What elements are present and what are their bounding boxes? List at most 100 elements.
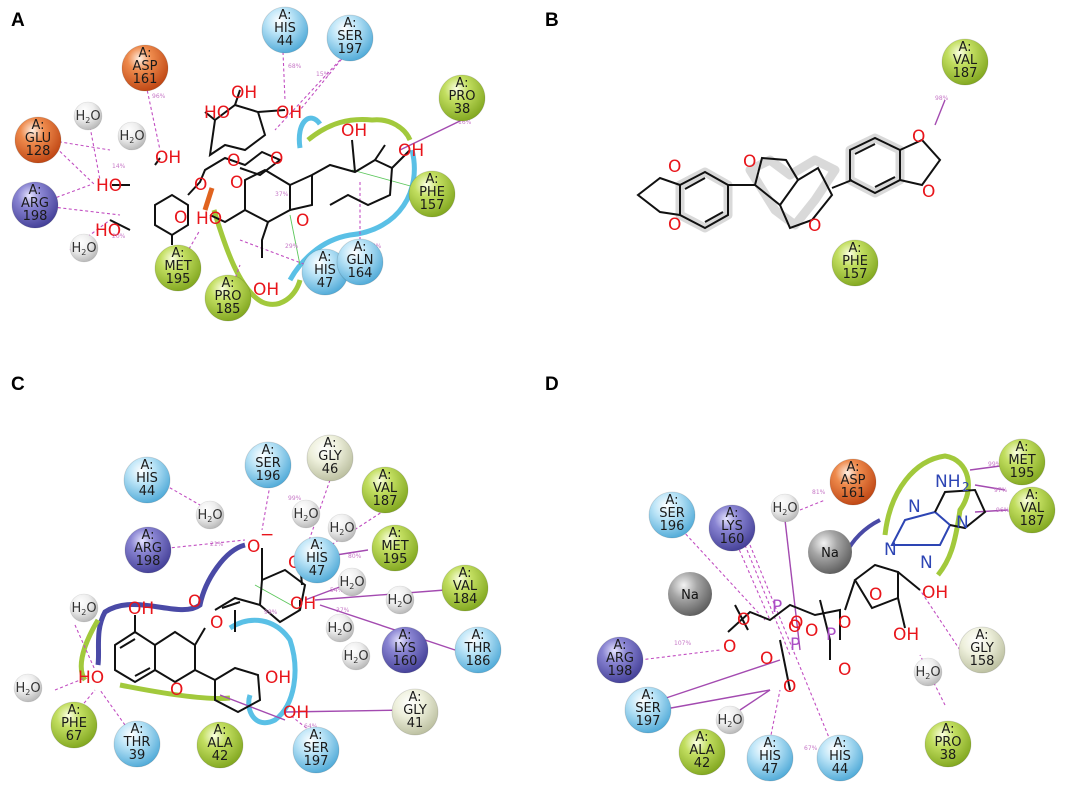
residue-label-line: 197: [304, 754, 329, 769]
residue-bubble: [154, 244, 202, 292]
svg-text:NH: NH: [935, 472, 961, 492]
svg-text:OH: OH: [398, 141, 424, 161]
interaction-percent: 107%: [674, 640, 691, 647]
svg-text:HO: HO: [78, 668, 104, 688]
water-bubble: [325, 613, 355, 643]
svg-text:N: N: [956, 513, 969, 533]
svg-text:O: O: [227, 151, 240, 171]
water-label: H2O: [915, 665, 940, 681]
pocket-outline-green: [306, 117, 413, 142]
water-label: H2O: [71, 601, 96, 617]
svg-text:N: N: [920, 553, 933, 573]
svg-text:OH: OH: [922, 583, 948, 603]
svg-text:O: O: [210, 613, 223, 633]
water-molecule: H2O: [385, 585, 415, 615]
residue-label-line: ALA: [689, 743, 714, 758]
residue-label-line: HIS: [136, 471, 158, 486]
residue-label-line: VAL: [453, 579, 478, 594]
residue-label-line: VAL: [373, 481, 398, 496]
water-bubble: [117, 121, 147, 151]
residue-label-line: SER: [255, 456, 281, 471]
pocket-outline-c-green: [78, 618, 231, 701]
svg-text:O: O: [737, 610, 750, 630]
pocket-outline-c-blue: [95, 542, 246, 666]
svg-text:OH: OH: [265, 668, 291, 688]
residue-label-line: A:: [695, 730, 708, 745]
svg-text:O: O: [760, 649, 773, 669]
ion-sphere: [808, 530, 852, 574]
water-molecule: H2O: [770, 493, 800, 523]
residue-label-line: A:: [221, 276, 234, 291]
residue-label-line: LYS: [394, 641, 416, 656]
water-bubble: [770, 493, 800, 523]
svg-text:OH: OH: [128, 599, 154, 619]
svg-text:O: O: [838, 660, 851, 680]
water-label: H2O: [339, 575, 364, 591]
svg-text:OH: OH: [893, 625, 919, 645]
residue-label-line: 186: [466, 654, 491, 669]
residue-label-line: 197: [338, 42, 363, 57]
svg-text:HO: HO: [204, 103, 230, 123]
residue-bubble: [924, 720, 972, 768]
residue-label-line: HIS: [306, 551, 328, 566]
residue-label-line: 195: [383, 552, 408, 567]
ion-sphere: [668, 572, 712, 616]
water-label: H2O: [387, 593, 412, 609]
interaction-percent: 97%: [994, 487, 1008, 494]
residue-bubble: [371, 524, 419, 572]
residue-label-line: ASP: [133, 59, 158, 74]
residue-label-line: A:: [138, 46, 151, 61]
residue-bubble: [196, 721, 244, 769]
residue-label-line: A:: [1015, 440, 1028, 455]
residue-label-line: A:: [613, 638, 626, 653]
residue-bubble: [391, 688, 439, 736]
panel-label-c: C: [11, 374, 25, 395]
residue-label-line: 128: [26, 144, 51, 159]
residue-label-line: 38: [454, 102, 471, 117]
sodium-ion: Na: [808, 530, 852, 574]
residue-bubble: [438, 74, 486, 122]
residue-label-line: A:: [323, 436, 336, 451]
svg-text:O: O: [808, 216, 821, 236]
interaction-percent: 96%: [996, 507, 1010, 514]
residue-label-line: 187: [373, 494, 398, 509]
residue-bubble: [408, 170, 456, 218]
interaction-percent: 96%: [152, 93, 166, 100]
water-molecule: H2O: [291, 499, 321, 529]
residue-label-line: GLN: [346, 253, 373, 268]
water-molecule: H2O: [117, 121, 147, 151]
residue-label-line: HIS: [759, 749, 781, 764]
water-label: H2O: [293, 507, 318, 523]
residue-label-line: 44: [277, 34, 294, 49]
interaction-percent: 14%: [112, 163, 126, 170]
water-bubble: [913, 657, 943, 687]
residue-label-line: 160: [720, 532, 745, 547]
residue-label-line: HIS: [274, 21, 296, 36]
interaction-percent: 64%: [304, 723, 318, 730]
panel-label-b: B: [545, 10, 559, 31]
svg-text:P: P: [772, 597, 782, 617]
svg-text:O: O: [805, 621, 818, 641]
svg-text:O: O: [188, 592, 201, 612]
interaction-percent: 81%: [812, 489, 826, 496]
residue-bubble: [1008, 486, 1056, 534]
residue-label-line: ARG: [606, 651, 634, 666]
residue-bubble: [381, 626, 429, 674]
residue-label-line: 187: [1020, 514, 1045, 529]
residue-label-line: MET: [381, 539, 408, 554]
residue-label-line: 184: [453, 592, 478, 607]
water-molecule: H2O: [715, 705, 745, 735]
